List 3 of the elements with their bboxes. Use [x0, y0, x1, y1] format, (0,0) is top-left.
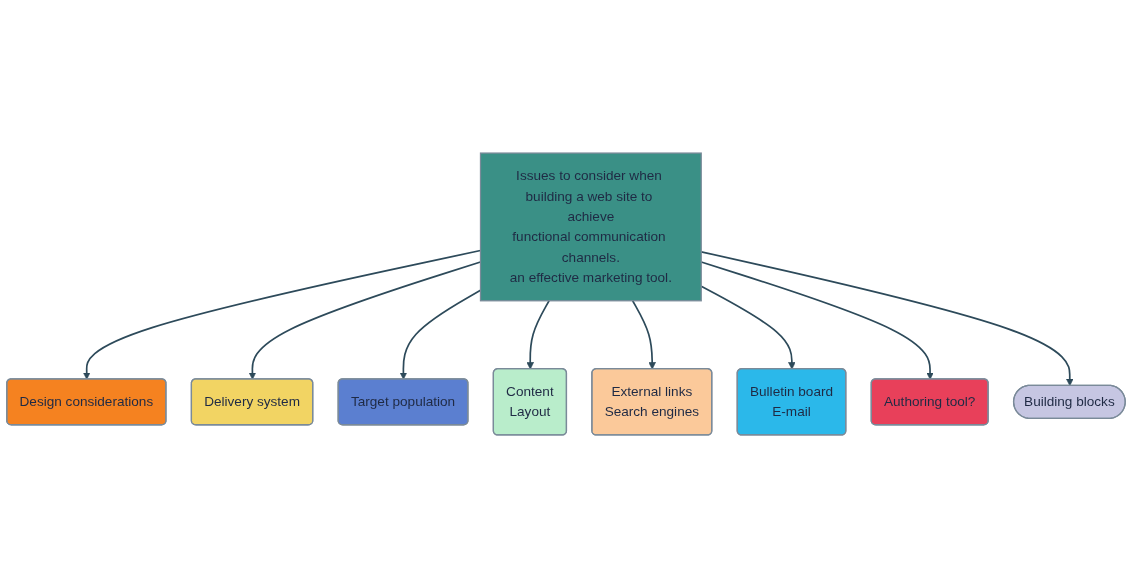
node-box: Issues to consider when building a web site to achieve functional communication channels. an effective marketing tool.: [479, 151, 702, 301]
arrow: [526, 299, 550, 369]
arrow: [631, 299, 656, 369]
